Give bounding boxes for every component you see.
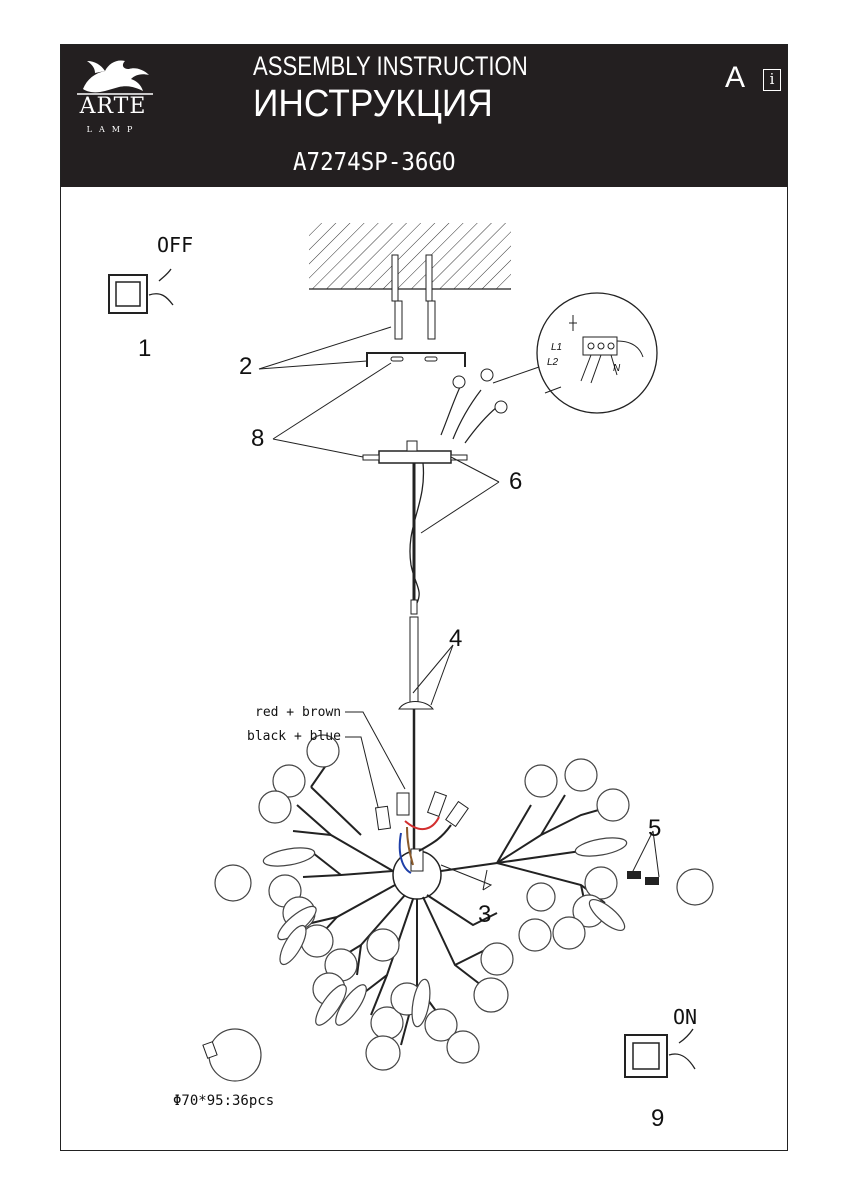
switch-off-label: OFF [157,233,194,257]
globe-bulbs [208,734,714,1082]
logo-word: ARTE [79,94,147,119]
language-label: A [725,61,746,94]
step-4-number: 4 [449,625,463,652]
mounting-bracket [366,352,466,367]
lamp-cap [398,701,435,710]
bulb-socket [374,805,392,831]
bulb-base [202,1041,218,1059]
model-number: A7274SP-36GO [293,147,456,176]
step-1-number: 1 [138,335,152,362]
griffin-logo-icon [77,60,153,95]
bulb-connector [627,871,641,879]
ceiling-bolt [425,254,433,302]
assembly-drawing [108,223,714,1082]
ceiling-canopy [378,450,452,464]
ceiling-bolt [391,254,399,302]
bulb-socket [445,800,469,828]
terminal-n-label: N [613,363,621,374]
step-6-number: 6 [509,468,523,495]
step-9-number: 9 [651,1105,665,1132]
switch-on-label: ON [673,1005,698,1029]
bulb-socket [396,792,410,816]
bulb-socket [426,790,448,818]
instruction-sheet: ARTE LAMP ASSEMBLY INSTRUCTION ИНСТРУКЦИ… [60,44,788,1151]
step-8-number: 8 [251,425,265,452]
step-5-number: 5 [648,815,662,842]
terminal-l1-label: L1 [551,342,563,353]
anchor-screw [394,300,403,340]
ceiling-hatch [309,223,511,289]
canopy-screw [362,454,380,461]
info-book-icon: i [763,69,781,91]
canopy-screw [450,454,468,461]
wall-switch-on-icon [624,1028,696,1078]
step-3-number: 3 [478,901,492,928]
bulb-spec-label: Φ70*95:36pcs [173,1093,275,1109]
logo-subtitle: LAMP [86,125,140,134]
bulb-connector [645,877,659,885]
leaf-glass [262,837,628,1028]
terminal-l2-label: L2 [547,357,559,368]
wire-black-blue-label: black + blue [247,729,341,744]
title-russian: ИНСТРУКЦИЯ [253,83,493,125]
anchor-screw [427,300,436,340]
title-english: ASSEMBLY INSTRUCTION [253,51,528,81]
terminal-block [582,336,618,356]
step-2-number: 2 [239,353,253,380]
power-cable [409,462,425,604]
wall-switch-off-icon [108,268,174,314]
header-bar: ARTE LAMP ASSEMBLY INSTRUCTION ИНСТРУКЦИ… [61,45,787,187]
wire-red-brown-label: red + brown [255,705,342,720]
